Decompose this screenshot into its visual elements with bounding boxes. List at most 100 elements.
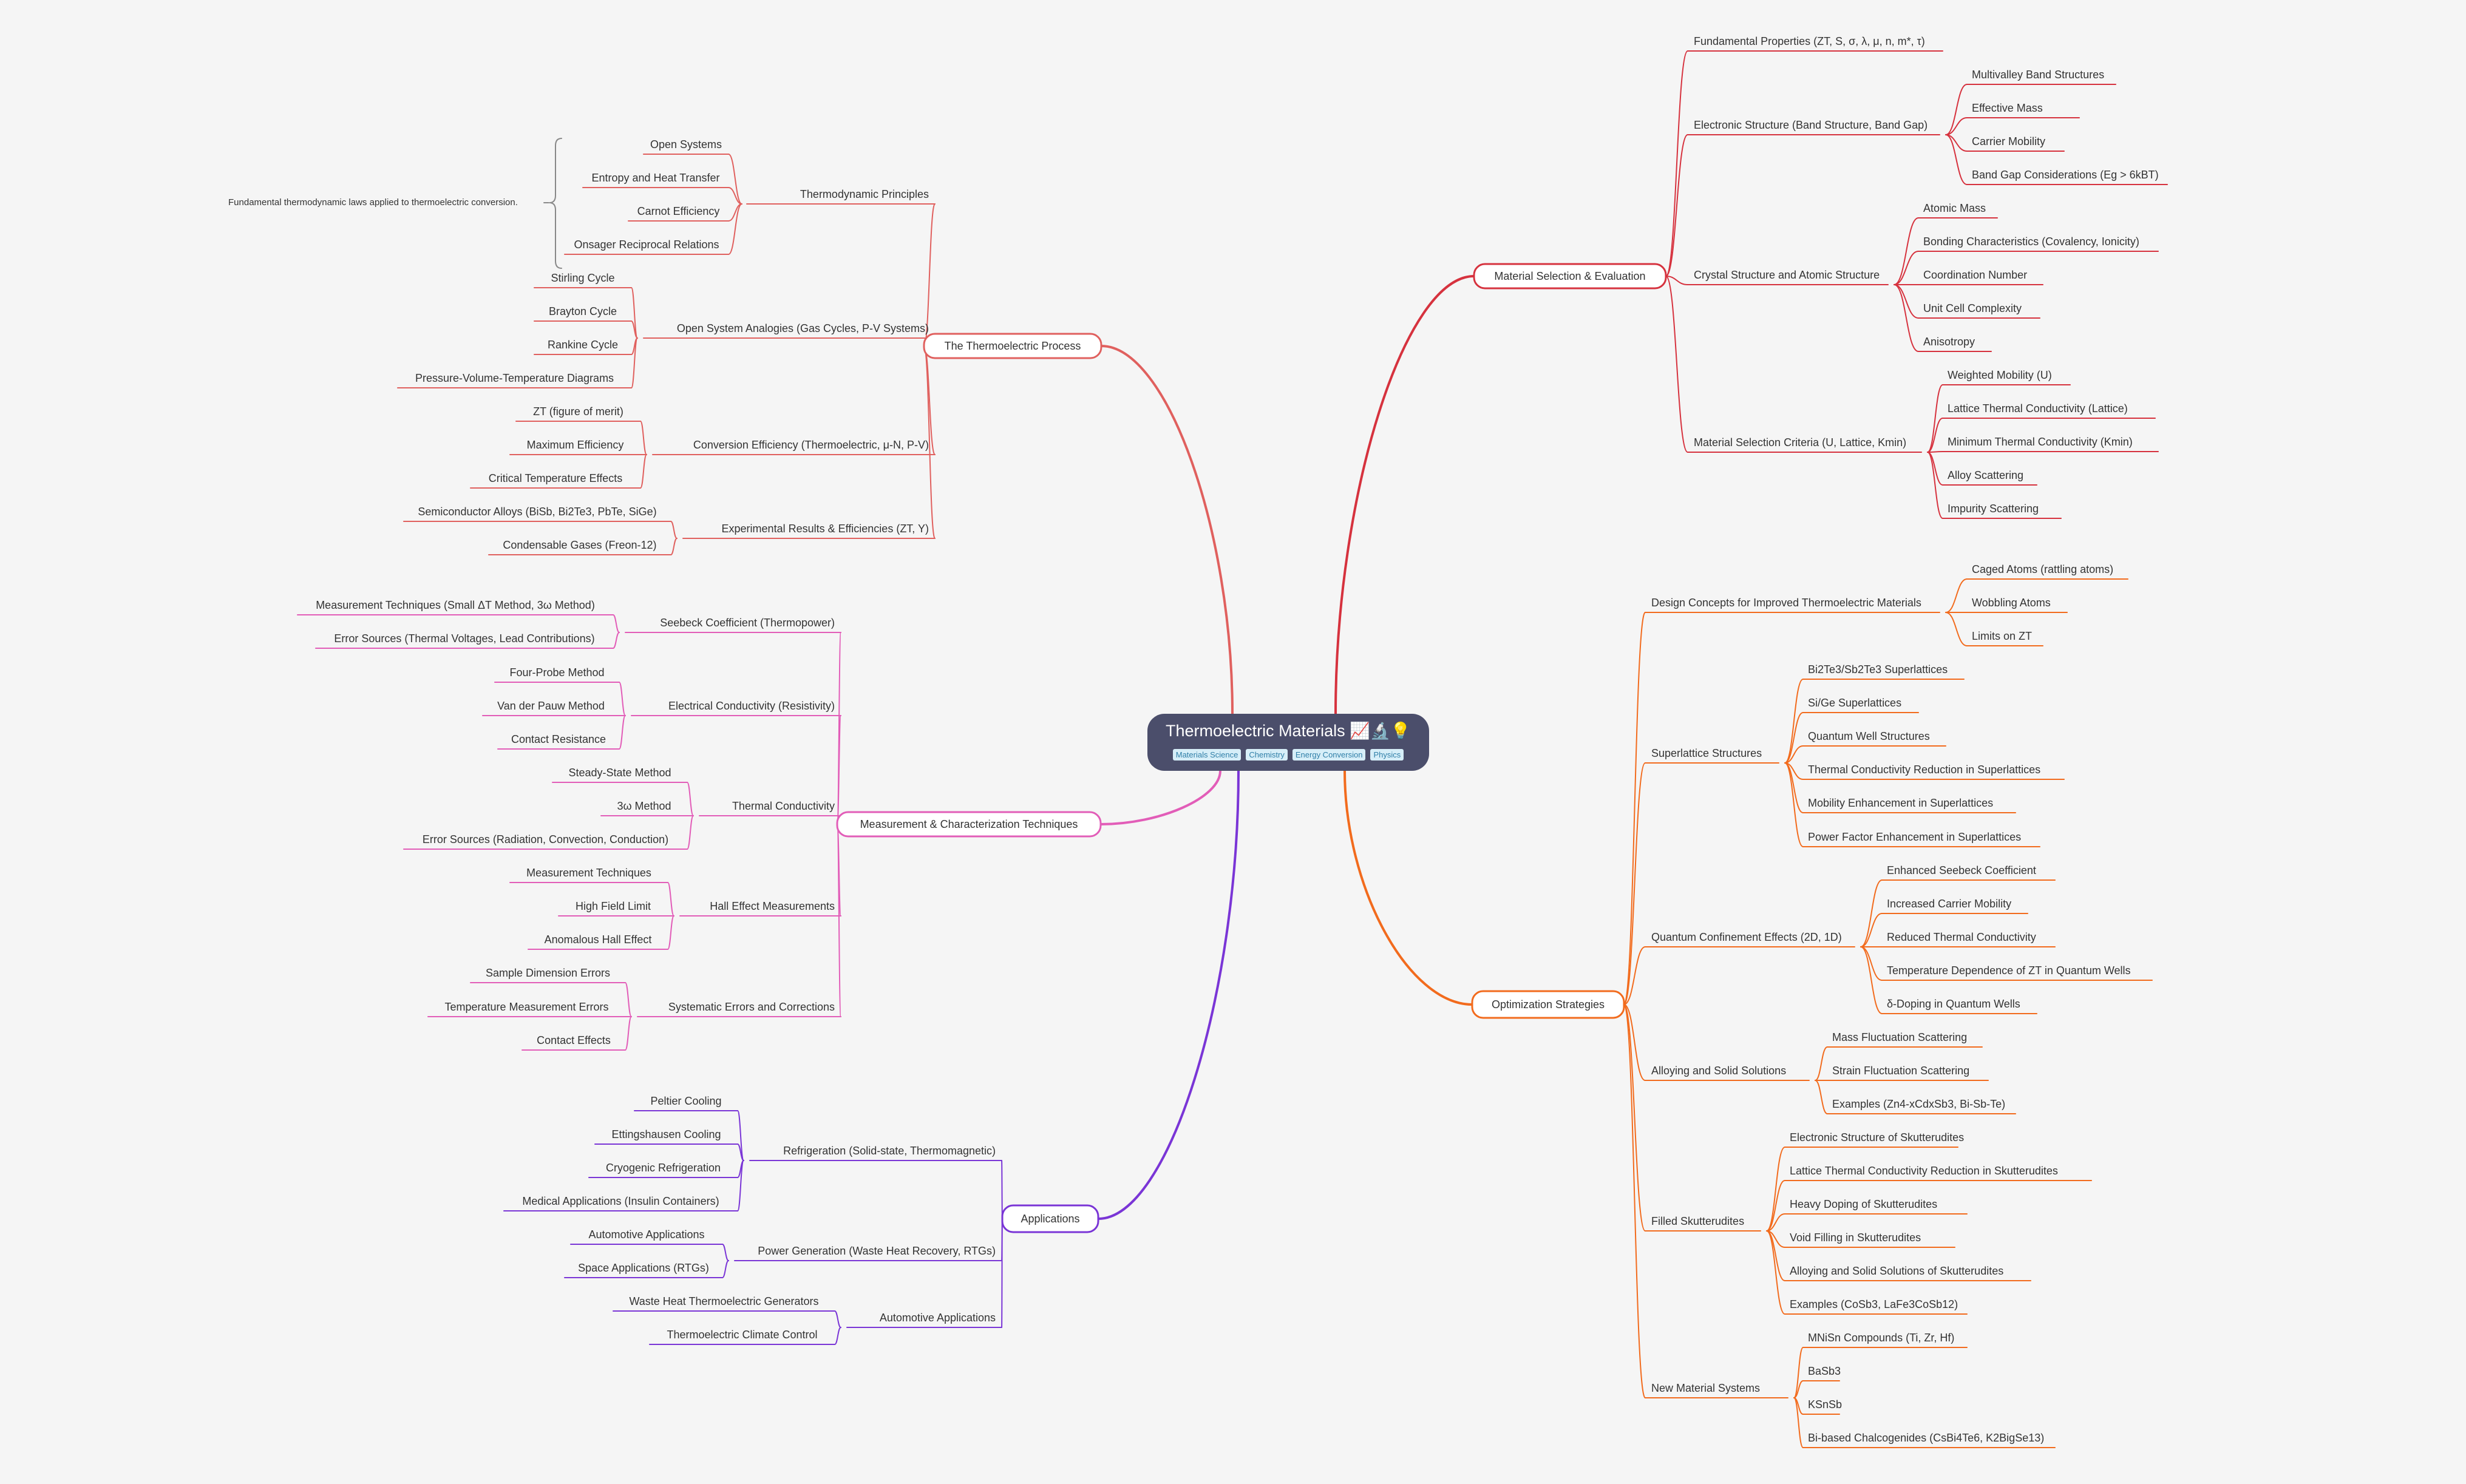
leaf-increased-carrier-mobility[interactable]: Increased Carrier Mobility: [1887, 898, 2011, 910]
topic-fundamental-properties-zt-s-n-m[interactable]: Fundamental Properties (ZT, S, σ, λ, μ, …: [1694, 35, 1925, 47]
topic-crystal-structure-and-atomic-structure[interactable]: Crystal Structure and Atomic Structure: [1694, 269, 1880, 281]
leaf-wobbling-atoms[interactable]: Wobbling Atoms: [1972, 597, 2051, 609]
leaf-rankine-cycle[interactable]: Rankine Cycle: [548, 339, 618, 351]
tag-physics[interactable]: Physics: [1370, 749, 1404, 761]
leaf-automotive-applications[interactable]: Automotive Applications: [588, 1228, 704, 1241]
leaf-ksnsb[interactable]: KSnSb: [1808, 1398, 1842, 1411]
leaf-peltier-cooling[interactable]: Peltier Cooling: [650, 1095, 721, 1107]
tag-materials-science[interactable]: Materials Science: [1172, 749, 1241, 761]
leaf-anomalous-hall-effect[interactable]: Anomalous Hall Effect: [545, 933, 652, 946]
leaf-strain-fluctuation-scattering[interactable]: Strain Fluctuation Scattering: [1832, 1065, 1969, 1077]
leaf-bi-based-chalcogenides-csbi4te6-k2bigse13[interactable]: Bi-based Chalcogenides (CsBi4Te6, K2BigS…: [1808, 1432, 2044, 1444]
topic-new-material-systems[interactable]: New Material Systems: [1651, 1382, 1760, 1394]
leaf-open-systems[interactable]: Open Systems: [650, 138, 722, 151]
root-node[interactable]: Thermoelectric Materials 📈🔬💡 Materials S…: [1147, 714, 1429, 771]
leaf-sample-dimension-errors[interactable]: Sample Dimension Errors: [486, 967, 610, 979]
branch-node-measurement-characterization-techniques[interactable]: [836, 811, 1102, 838]
leaf-contact-resistance[interactable]: Contact Resistance: [511, 733, 606, 745]
leaf-electronic-structure-of-skutterudites[interactable]: Electronic Structure of Skutterudites: [1790, 1131, 1964, 1143]
leaf-semiconductor-alloys-bisb-bi2te3-pbte-sige[interactable]: Semiconductor Alloys (BiSb, Bi2Te3, PbTe…: [418, 506, 656, 518]
leaf-onsager-reciprocal-relations[interactable]: Onsager Reciprocal Relations: [574, 239, 719, 251]
leaf-bonding-characteristics-covalency-ionicity[interactable]: Bonding Characteristics (Covalency, Ioni…: [1923, 235, 2139, 248]
leaf-temperature-dependence-of-zt-in-quantum-wells[interactable]: Temperature Dependence of ZT in Quantum …: [1887, 964, 2131, 977]
leaf-bi2te3-sb2te3-superlattices[interactable]: Bi2Te3/Sb2Te3 Superlattices: [1808, 663, 1948, 676]
leaf-limits-on-zt[interactable]: Limits on ZT: [1972, 630, 2032, 642]
leaf-power-factor-enhancement-in-superlattices[interactable]: Power Factor Enhancement in Superlattice…: [1808, 831, 2021, 843]
leaf-entropy-and-heat-transfer[interactable]: Entropy and Heat Transfer: [591, 172, 719, 184]
topic-seebeck-coefficient-thermopower[interactable]: Seebeck Coefficient (Thermopower): [660, 617, 835, 629]
leaf-lattice-thermal-conductivity-lattice[interactable]: Lattice Thermal Conductivity (Lattice): [1948, 402, 2128, 415]
leaf-mnisn-compounds-ti-zr-hf[interactable]: MNiSn Compounds (Ti, Zr, Hf): [1808, 1332, 1954, 1344]
topic-electrical-conductivity-resistivity[interactable]: Electrical Conductivity (Resistivity): [668, 700, 835, 712]
tag-energy-conversion[interactable]: Energy Conversion: [1292, 749, 1366, 761]
leaf-examples-zn4-xcdxsb3-bi-sb-te[interactable]: Examples (Zn4-xCdxSb3, Bi-Sb-Te): [1832, 1098, 2005, 1110]
leaf-weighted-mobility-u[interactable]: Weighted Mobility (U): [1948, 369, 2052, 381]
leaf-multivalley-band-structures[interactable]: Multivalley Band Structures: [1972, 69, 2104, 81]
leaf-pressure-volume-temperature-diagrams[interactable]: Pressure-Volume-Temperature Diagrams: [415, 372, 614, 384]
leaf-anisotropy[interactable]: Anisotropy: [1923, 336, 1975, 348]
leaf-ettingshausen-cooling[interactable]: Ettingshausen Cooling: [611, 1128, 721, 1140]
leaf-cryogenic-refrigeration[interactable]: Cryogenic Refrigeration: [606, 1162, 721, 1174]
leaf-error-sources-radiation-convection-conduction[interactable]: Error Sources (Radiation, Convection, Co…: [423, 833, 668, 845]
leaf-maximum-efficiency[interactable]: Maximum Efficiency: [527, 439, 624, 451]
topic-experimental-results-efficiencies-zt-y[interactable]: Experimental Results & Efficiencies (ZT,…: [722, 523, 929, 535]
topic-material-selection-criteria-u-lattice-kmin[interactable]: Material Selection Criteria (U, Lattice,…: [1694, 436, 1906, 449]
leaf-steady-state-method[interactable]: Steady-State Method: [568, 767, 671, 779]
branch-label-measurement-characterization-techniques[interactable]: Measurement & Characterization Technique…: [860, 818, 1078, 830]
topic-quantum-confinement-effects-2d-1d[interactable]: Quantum Confinement Effects (2D, 1D): [1651, 931, 1842, 943]
leaf-heavy-doping-of-skutterudites[interactable]: Heavy Doping of Skutterudites: [1790, 1198, 1937, 1210]
leaf-basb3[interactable]: BaSb3: [1808, 1365, 1841, 1377]
leaf-four-probe-method[interactable]: Four-Probe Method: [509, 666, 604, 679]
leaf-caged-atoms-rattling-atoms[interactable]: Caged Atoms (rattling atoms): [1972, 563, 2113, 575]
leaf-doping-in-quantum-wells[interactable]: δ-Doping in Quantum Wells: [1887, 998, 2020, 1010]
branch-node-applications[interactable]: [1001, 1204, 1099, 1233]
branch-node-material-selection-evaluation[interactable]: [1473, 263, 1667, 290]
leaf-van-der-pauw-method[interactable]: Van der Pauw Method: [497, 700, 605, 712]
leaf-error-sources-thermal-voltages-lead-contribution[interactable]: Error Sources (Thermal Voltages, Lead Co…: [334, 632, 594, 645]
branch-label-applications[interactable]: Applications: [1021, 1213, 1079, 1225]
leaf-thermoelectric-climate-control[interactable]: Thermoelectric Climate Control: [667, 1329, 817, 1341]
topic-filled-skutterudites[interactable]: Filled Skutterudites: [1651, 1215, 1744, 1227]
leaf-minimum-thermal-conductivity-kmin[interactable]: Minimum Thermal Conductivity (Kmin): [1948, 436, 2133, 448]
leaf-mobility-enhancement-in-superlattices[interactable]: Mobility Enhancement in Superlattices: [1808, 797, 1993, 809]
leaf-quantum-well-structures[interactable]: Quantum Well Structures: [1808, 730, 1930, 742]
leaf-thermal-conductivity-reduction-in-superlattices[interactable]: Thermal Conductivity Reduction in Superl…: [1808, 764, 2040, 776]
leaf-lattice-thermal-conductivity-reduction-in-skutte[interactable]: Lattice Thermal Conductivity Reduction i…: [1790, 1165, 2058, 1177]
leaf-alloying-and-solid-solutions-of-skutterudites[interactable]: Alloying and Solid Solutions of Skutteru…: [1790, 1265, 2003, 1277]
leaf-reduced-thermal-conductivity[interactable]: Reduced Thermal Conductivity: [1887, 931, 2036, 943]
leaf-enhanced-seebeck-coefficient[interactable]: Enhanced Seebeck Coefficient: [1887, 864, 2036, 876]
tag-chemistry[interactable]: Chemistry: [1246, 749, 1288, 761]
leaf-carnot-efficiency[interactable]: Carnot Efficiency: [637, 205, 720, 217]
branch-label-the-thermoelectric-process[interactable]: The Thermoelectric Process: [945, 340, 1081, 352]
branch-label-material-selection-evaluation[interactable]: Material Selection & Evaluation: [1494, 270, 1645, 282]
topic-power-generation-waste-heat-recovery-rtgs[interactable]: Power Generation (Waste Heat Recovery, R…: [758, 1245, 996, 1257]
leaf-carrier-mobility[interactable]: Carrier Mobility: [1972, 135, 2045, 147]
leaf-atomic-mass[interactable]: Atomic Mass: [1923, 202, 1986, 214]
leaf-mass-fluctuation-scattering[interactable]: Mass Fluctuation Scattering: [1832, 1031, 1967, 1043]
leaf-void-filling-in-skutterudites[interactable]: Void Filling in Skutterudites: [1790, 1232, 1921, 1244]
branch-label-optimization-strategies[interactable]: Optimization Strategies: [1492, 998, 1605, 1011]
leaf-contact-effects[interactable]: Contact Effects: [537, 1034, 611, 1046]
leaf-impurity-scattering[interactable]: Impurity Scattering: [1948, 503, 2039, 515]
topic-refrigeration-solid-state-thermomagnetic[interactable]: Refrigeration (Solid-state, Thermomagnet…: [783, 1145, 996, 1157]
leaf-waste-heat-thermoelectric-generators[interactable]: Waste Heat Thermoelectric Generators: [629, 1295, 818, 1307]
leaf-examples-cosb3-lafe3cosb12[interactable]: Examples (CoSb3, LaFe3CoSb12): [1790, 1298, 1958, 1310]
leaf-brayton-cycle[interactable]: Brayton Cycle: [549, 305, 617, 317]
leaf-unit-cell-complexity[interactable]: Unit Cell Complexity: [1923, 302, 2022, 314]
leaf-measurement-techniques-small-t-method-3-method[interactable]: Measurement Techniques (Small ΔT Method,…: [316, 599, 595, 611]
leaf-condensable-gases-freon-12[interactable]: Condensable Gases (Freon-12): [503, 539, 656, 551]
leaf-effective-mass[interactable]: Effective Mass: [1972, 102, 2043, 114]
topic-automotive-applications[interactable]: Automotive Applications: [880, 1312, 996, 1324]
topic-electronic-structure-band-structure-band-gap[interactable]: Electronic Structure (Band Structure, Ba…: [1694, 119, 1928, 131]
topic-conversion-efficiency-thermoelectric-n-p-v[interactable]: Conversion Efficiency (Thermoelectric, μ…: [693, 439, 929, 451]
topic-superlattice-structures[interactable]: Superlattice Structures: [1651, 747, 1762, 759]
topic-systematic-errors-and-corrections[interactable]: Systematic Errors and Corrections: [668, 1001, 835, 1013]
leaf-alloy-scattering[interactable]: Alloy Scattering: [1948, 469, 2023, 481]
leaf-measurement-techniques[interactable]: Measurement Techniques: [526, 867, 651, 879]
topic-hall-effect-measurements[interactable]: Hall Effect Measurements: [710, 900, 835, 912]
leaf-medical-applications-insulin-containers[interactable]: Medical Applications (Insulin Containers…: [522, 1195, 719, 1207]
leaf-temperature-measurement-errors[interactable]: Temperature Measurement Errors: [444, 1001, 608, 1013]
leaf-critical-temperature-effects[interactable]: Critical Temperature Effects: [489, 472, 622, 484]
branch-node-the-thermoelectric-process[interactable]: [923, 333, 1102, 359]
topic-alloying-and-solid-solutions[interactable]: Alloying and Solid Solutions: [1651, 1065, 1786, 1077]
